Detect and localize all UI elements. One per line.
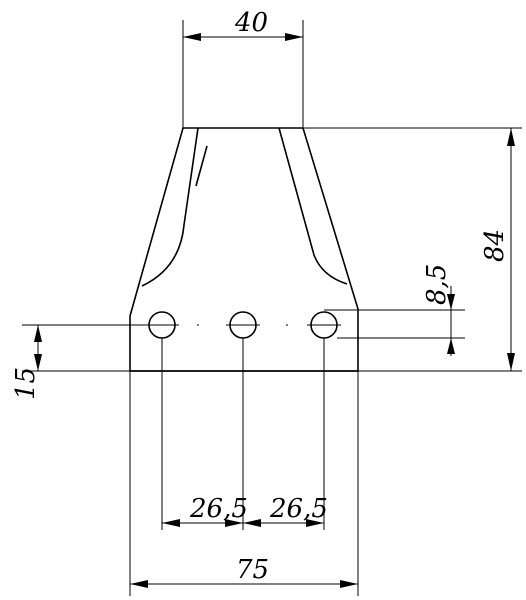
dim-height: 84 <box>303 127 522 372</box>
dim-base-width: 75 <box>129 371 359 596</box>
left-rib-dash <box>195 145 208 187</box>
dim-hole-offset: 8,5 <box>324 264 465 356</box>
dim-base-width-label: 75 <box>236 555 269 585</box>
bracket-part <box>129 127 359 372</box>
part-outline <box>129 127 359 372</box>
dim-height-label: 84 <box>480 229 510 262</box>
dim-top-width-label: 40 <box>234 8 268 38</box>
dim-hole-offset-label: 8,5 <box>422 264 452 305</box>
dim-pitch-right-label: 26,5 <box>269 494 328 524</box>
right-rib-curve <box>278 127 348 285</box>
holes <box>145 311 341 339</box>
dim-pitch: 26,5 26,5 <box>161 338 328 530</box>
dim-pitch-left-label: 26,5 <box>189 494 248 524</box>
left-rib-curve <box>141 127 199 287</box>
dim-top-width: 40 <box>182 8 304 128</box>
dim-hole-height: 15 <box>11 324 145 400</box>
dim-hole-height-label: 15 <box>11 367 41 400</box>
